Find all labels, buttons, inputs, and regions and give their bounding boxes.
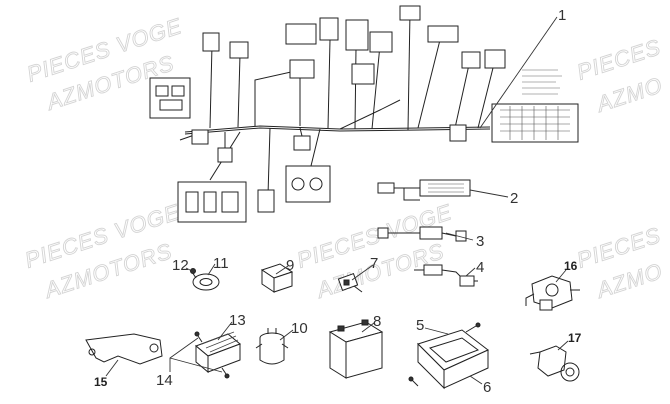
callout-9: 9 [286, 257, 294, 274]
callout-6: 6 [483, 379, 491, 396]
callout-17: 17 [568, 331, 582, 345]
callout-10: 10 [291, 320, 308, 337]
ecu-5[interactable] [417, 329, 489, 390]
relay-9[interactable] [260, 263, 294, 293]
sensor-7[interactable] [337, 272, 363, 293]
callout-16: 16 [564, 259, 578, 273]
sub-harness-2[interactable] [377, 179, 471, 201]
starter-relay-10[interactable] [255, 328, 289, 365]
callout-1: 1 [558, 7, 566, 24]
main-wiring-harness[interactable] [149, 5, 579, 223]
bolt-12[interactable] [190, 268, 196, 274]
callout-numbers: 1 2 3 4 5 6 7 8 9 10 11 12 13 14 15 16 1… [94, 7, 582, 396]
callout-2: 2 [510, 190, 518, 207]
horn-11[interactable] [191, 271, 220, 291]
callout-14: 14 [156, 372, 173, 389]
watermark-4b: AZMO [592, 72, 666, 117]
sensor-17[interactable] [529, 345, 580, 382]
bracket-15[interactable] [85, 333, 163, 365]
callout-13: 13 [229, 312, 246, 329]
callout-12: 12 [172, 257, 189, 274]
callout-4: 4 [476, 259, 484, 276]
callout-8: 8 [373, 313, 381, 330]
callout-3: 3 [476, 233, 484, 250]
leader-lines [105, 16, 569, 385]
callout-15: 15 [94, 375, 108, 389]
cable-4[interactable] [414, 264, 478, 287]
sub-harness-3[interactable] [377, 226, 467, 242]
callout-7: 7 [370, 255, 378, 272]
regulator-13[interactable] [195, 331, 241, 374]
switch-16[interactable] [525, 275, 580, 311]
screw-14[interactable] [194, 331, 230, 379]
callout-11: 11 [213, 255, 229, 272]
screw-6[interactable] [408, 322, 481, 387]
callout-5: 5 [416, 317, 424, 334]
